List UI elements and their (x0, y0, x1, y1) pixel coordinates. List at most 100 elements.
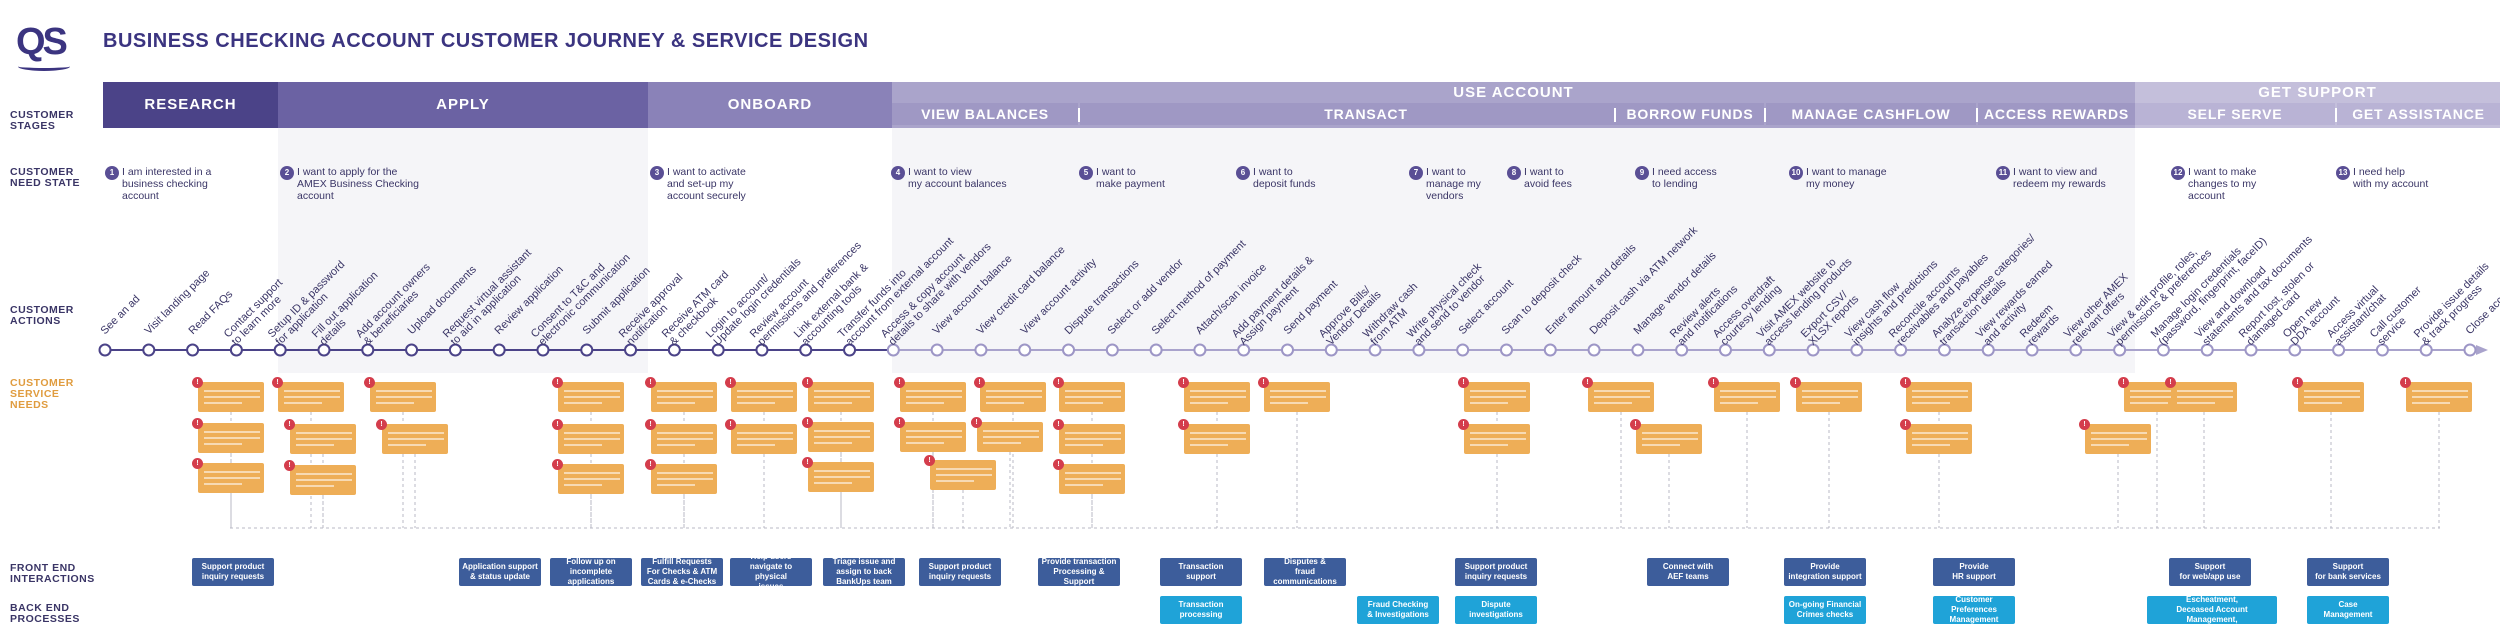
alert-icon: ! (1458, 377, 1469, 388)
need-text: I want to deposit funds (1253, 166, 1316, 190)
card-text-line (983, 430, 1039, 432)
alert-icon: ! (192, 418, 203, 429)
service-need-card: ! (552, 419, 624, 454)
action-node (2069, 343, 2083, 357)
alert-icon: ! (1900, 419, 1911, 430)
card-text-line (1065, 432, 1121, 434)
card-text-line (564, 478, 620, 480)
alert-icon: ! (2118, 377, 2129, 388)
substage-get-assistance: GET ASSISTANCE (2337, 103, 2500, 125)
logo-swoosh-icon (18, 62, 70, 71)
card-text-line (936, 474, 992, 476)
card-text-line (1065, 438, 1121, 440)
card-text-line (204, 443, 242, 445)
action-node (1718, 343, 1732, 357)
action-node (2200, 343, 2214, 357)
service-need-card: ! (1790, 377, 1862, 412)
alert-icon: ! (924, 455, 935, 466)
card-text-line (814, 396, 870, 398)
card-text-line (814, 402, 852, 404)
front-end-box: Provide integration support (1784, 558, 1866, 586)
action-node (1149, 343, 1163, 357)
card-text-line (204, 390, 260, 392)
need-text: I want to avoid fees (1524, 166, 1572, 190)
action-node (1543, 343, 1557, 357)
card-text-line (1912, 444, 1950, 446)
need-number: 12 (2171, 166, 2185, 180)
alert-icon: ! (552, 419, 563, 430)
front-end-box: Support product inquiry requests (192, 558, 274, 586)
need-text: I want to view and redeem my rewards (2013, 166, 2106, 190)
card-text-line (284, 390, 340, 392)
service-need-card: ! (192, 377, 264, 412)
action-node (1237, 343, 1251, 357)
action-node (1894, 343, 1908, 357)
alert-icon: ! (552, 377, 563, 388)
page-title: BUSINESS CHECKING ACCOUNT CUSTOMER JOURN… (103, 30, 869, 52)
card-text-line (296, 432, 352, 434)
alert-icon: ! (894, 417, 905, 428)
card-text-line (906, 402, 944, 404)
action-node (1937, 343, 1951, 357)
alert-icon: ! (272, 377, 283, 388)
card-text-line (906, 442, 944, 444)
card-text-line (388, 438, 444, 440)
card-text-line (1190, 432, 1246, 434)
card-text-line (1190, 396, 1246, 398)
card-text-line (1642, 438, 1698, 440)
card-text-line (2412, 390, 2468, 392)
card-text-line (986, 402, 1024, 404)
timeline-arrow-icon (2476, 345, 2488, 355)
action-node (1368, 343, 1382, 357)
action-node (2025, 343, 2039, 357)
qs-logo: QS (16, 22, 76, 72)
service-need-card: ! (971, 417, 1043, 452)
action-node (667, 343, 681, 357)
need-text: I am interested in a business checking a… (122, 166, 212, 202)
action-node (229, 343, 243, 357)
card-text-line (737, 432, 793, 434)
alert-icon: ! (725, 419, 736, 430)
alert-icon: ! (645, 377, 656, 388)
action-node (624, 343, 638, 357)
alert-icon: ! (971, 417, 982, 428)
alert-icon: ! (1790, 377, 1801, 388)
alert-icon: ! (894, 377, 905, 388)
card-text-line (1642, 432, 1698, 434)
action-node (492, 343, 506, 357)
need-text: I want to manage my money (1806, 166, 1887, 190)
service-need-card: ! (1458, 419, 1530, 454)
service-need-card: ! (1900, 419, 1972, 454)
action-node (1762, 343, 1776, 357)
action-node (1193, 343, 1207, 357)
alert-icon: ! (1258, 377, 1269, 388)
card-text-line (204, 431, 260, 433)
alert-icon: ! (1630, 419, 1641, 430)
service-need-card: ! (2079, 419, 2151, 454)
service-need-card: ! (192, 418, 264, 453)
card-text-line (1190, 438, 1246, 440)
action-node (1324, 343, 1338, 357)
service-need-card: ! (802, 457, 874, 492)
card-text-line (814, 476, 870, 478)
card-text-line (986, 396, 1042, 398)
card-text-line (204, 396, 260, 398)
card-text-line (1065, 484, 1103, 486)
action-node (2332, 343, 2346, 357)
service-need-card: ! (1053, 459, 1125, 494)
front-end-box: Support for web/app use (2169, 558, 2251, 586)
front-end-box: Disputes & fraud communications (1264, 557, 1346, 586)
back-end-box: Dispute investigations (1455, 596, 1537, 624)
card-text-line (1912, 438, 1968, 440)
service-need-card: ! (1178, 419, 1250, 454)
action-node (930, 343, 944, 357)
front-end-box: Provide transaction Processing & Support (1038, 557, 1120, 586)
action-node (405, 343, 419, 357)
card-text-line (1720, 396, 1776, 398)
need-number: 8 (1507, 166, 1521, 180)
logo-text: QS (16, 21, 68, 63)
alert-icon: ! (974, 377, 985, 388)
need-number: 2 (280, 166, 294, 180)
